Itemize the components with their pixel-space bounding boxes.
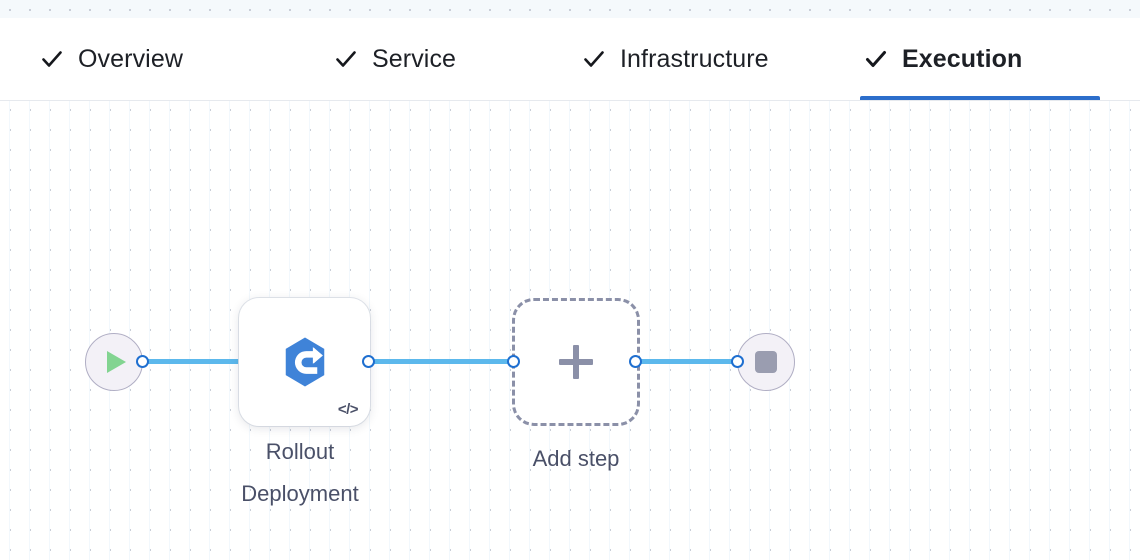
step-node-rollout-deployment[interactable]: </>	[239, 298, 370, 426]
play-icon	[107, 351, 126, 373]
edge-rollout-to-add-step[interactable]	[365, 359, 520, 364]
tab-active-indicator	[860, 96, 1100, 100]
check-icon	[866, 51, 886, 67]
tab-execution[interactable]: Execution	[860, 18, 1100, 100]
check-icon	[336, 51, 356, 67]
tab-label: Overview	[78, 44, 183, 73]
edge-start-to-rollout[interactable]	[140, 359, 246, 364]
check-icon	[584, 51, 604, 67]
plus-icon	[559, 345, 593, 379]
step-node-label-rollout-deployment: Rollout Deployment	[241, 439, 359, 506]
code-icon: </>	[337, 401, 359, 418]
end-node[interactable]	[737, 333, 795, 391]
tab-label: Infrastructure	[620, 44, 769, 73]
tab-service[interactable]: Service	[330, 18, 460, 100]
canvas-top-strip	[0, 0, 1140, 18]
rollout-deployment-icon	[285, 337, 324, 387]
tab-label: Service	[372, 44, 457, 73]
add-step-button[interactable]	[512, 298, 640, 426]
port-start-output[interactable]	[136, 355, 149, 368]
tab-label: Execution	[902, 44, 1023, 73]
port-rollout-output[interactable]	[362, 355, 375, 368]
stop-icon	[755, 351, 777, 373]
port-add-step-output[interactable]	[629, 355, 642, 368]
edge-add-step-to-end[interactable]	[632, 359, 742, 364]
check-icon	[42, 51, 62, 67]
start-node[interactable]	[85, 333, 143, 391]
port-add-step-input[interactable]	[507, 355, 520, 368]
pipeline-canvas[interactable]: </> Rollout Deployment Add step	[0, 101, 1140, 560]
pipeline-stage-tabs: Overview Service Infrastructure Executio…	[0, 18, 1140, 101]
add-step-label: Add step	[532, 446, 620, 471]
port-end-input[interactable]	[731, 355, 744, 368]
tab-overview[interactable]: Overview	[36, 18, 187, 100]
tab-infrastructure[interactable]: Infrastructure	[578, 18, 773, 100]
